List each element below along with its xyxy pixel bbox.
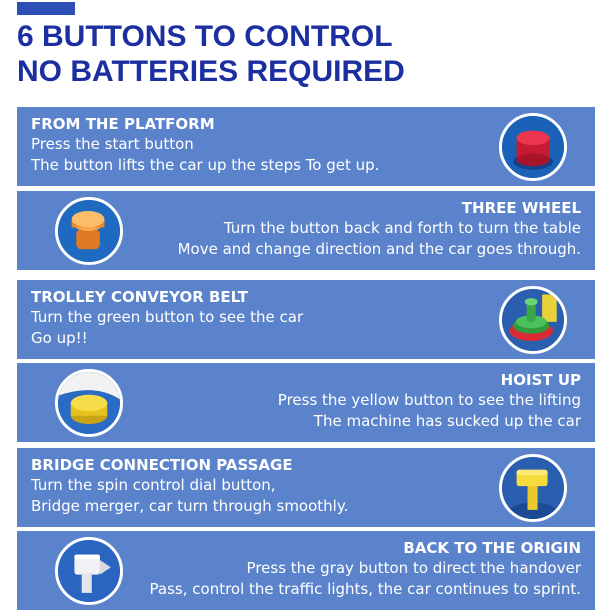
feature-line: Press the yellow button to see the lifti…	[277, 391, 581, 409]
green-knob-icon	[499, 286, 567, 354]
feature-panel-three-wheel: THREE WHEEL Turn the button back and for…	[17, 191, 595, 270]
feature-title: BRIDGE CONNECTION PASSAGE	[31, 456, 293, 474]
feature-line: Press the gray button to direct the hand…	[246, 559, 581, 577]
feature-text: HOIST UP Press the yellow button to see …	[278, 371, 581, 432]
feature-line: Turn the green button to see the car	[31, 308, 304, 326]
feature-text: FROM THE PLATFORM Press the start button…	[31, 115, 379, 176]
feature-title: FROM THE PLATFORM	[31, 115, 215, 133]
feature-panel-platform: FROM THE PLATFORM Press the start button…	[17, 107, 595, 186]
feature-line: Press the start button	[31, 135, 194, 153]
headline-line-1: 6 BUTTONS TO CONTROL	[17, 20, 393, 53]
orange-knob-icon	[55, 197, 123, 265]
feature-line: The button lifts the car up the steps To…	[31, 156, 380, 174]
feature-text: BACK TO THE ORIGIN Press the gray button…	[150, 539, 581, 600]
yellow-button-icon	[55, 369, 123, 437]
feature-line: Turn the button back and forth to turn t…	[223, 219, 581, 237]
gray-button-icon	[55, 537, 123, 605]
feature-panel-origin: BACK TO THE ORIGIN Press the gray button…	[17, 531, 595, 610]
feature-line: Pass, control the traffic lights, the ca…	[149, 580, 581, 598]
feature-title: THREE WHEEL	[461, 199, 581, 217]
feature-panel-trolley: TROLLEY CONVEYOR BELT Turn the green but…	[17, 280, 595, 359]
red-button-icon	[499, 113, 567, 181]
feature-title: TROLLEY CONVEYOR BELT	[31, 288, 248, 306]
feature-text: TROLLEY CONVEYOR BELT Turn the green but…	[31, 288, 303, 349]
feature-panel-bridge: BRIDGE CONNECTION PASSAGE Turn the spin …	[17, 448, 595, 527]
header-accent-bar	[17, 2, 75, 15]
feature-line: Move and change direction and the car go…	[177, 240, 581, 258]
feature-title: HOIST UP	[500, 371, 581, 389]
feature-line: The machine has sucked up the car	[313, 412, 581, 430]
feature-title: BACK TO THE ORIGIN	[403, 539, 581, 557]
feature-line: Turn the spin control dial button,	[31, 476, 276, 494]
feature-line: Go up!!	[31, 329, 88, 347]
feature-text: BRIDGE CONNECTION PASSAGE Turn the spin …	[31, 456, 348, 517]
feature-line: Bridge merger, car turn through smoothly…	[31, 497, 349, 515]
feature-panel-hoist: HOIST UP Press the yellow button to see …	[17, 363, 595, 442]
feature-text: THREE WHEEL Turn the button back and for…	[178, 199, 581, 260]
yellow-dial-icon	[499, 454, 567, 522]
headline-line-2: NO BATTERIES REQUIRED	[17, 55, 405, 88]
